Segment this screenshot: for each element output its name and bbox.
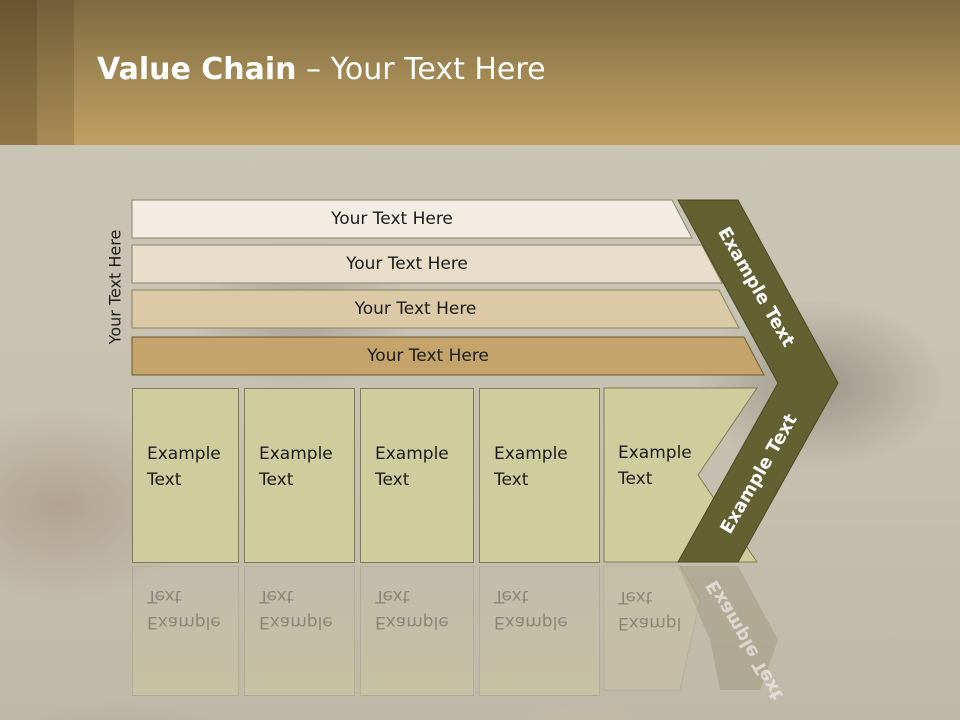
bar-3-outline [131, 289, 740, 329]
title-rest: – Your Text Here [296, 52, 546, 87]
box-3-reflect-line2: Text [375, 586, 410, 606]
box-5-reflection [603, 565, 701, 691]
box-1-reflection: Example Text [132, 566, 239, 696]
box-1-line2: Text [147, 470, 182, 490]
bar-3: Your Text Here [132, 290, 739, 328]
box-4-reflection: Example Text [479, 566, 600, 696]
box-2-reflect-line1: Example [259, 612, 333, 632]
title-bold: Value Chain [97, 52, 297, 87]
box-2-line1: Example [259, 444, 333, 464]
box-4-reflect-line2: Text [494, 586, 529, 606]
bar-3-label: Your Text Here [354, 299, 477, 319]
header-stripe [0, 0, 37, 145]
box-1-line1: Example [147, 444, 221, 464]
box-4-reflect-line1: Example [494, 612, 568, 632]
bar-1-outline [131, 199, 693, 239]
chevron-arrow [677, 199, 839, 563]
box-3-reflect-line1: Example [375, 612, 449, 632]
title-bar: Value Chain – Your Text Here [0, 0, 960, 145]
box-1-reflect-line2: Text [147, 586, 182, 606]
bar-4-label: Your Text Here [367, 346, 489, 366]
chevron-reflection [678, 566, 778, 690]
box-1-reflect-line1: Example [147, 612, 221, 632]
bar-1-label: Your Text Here [331, 209, 453, 229]
box-2-reflect-line2: Text [259, 586, 294, 606]
header-stripe [37, 0, 74, 145]
slide-title: Value Chain – Your Text Here [97, 52, 546, 87]
box-5-line2: Text [618, 469, 653, 489]
box-5-reflect-line2: Text [618, 587, 653, 607]
box-5-reflect-line1: Example [618, 613, 680, 633]
box-2-reflection: Example Text [244, 566, 355, 696]
bar-2-label: Your Text Here [346, 254, 468, 274]
bar-2-outline [131, 244, 723, 284]
bar-1: Your Text Here [132, 200, 692, 238]
box-3-line1: Example [375, 444, 449, 464]
box-3-line2: Text [375, 470, 410, 490]
box-4-line1: Example [494, 444, 568, 464]
bar-4-outline [131, 336, 765, 376]
bar-4: Your Text Here [132, 337, 764, 375]
bar-2: Your Text Here [132, 245, 722, 283]
box-4-line2: Text [494, 470, 529, 490]
box-2-line2: Text [259, 470, 294, 490]
box-3-reflection: Example Text [360, 566, 474, 696]
box-5-line1: Example [618, 443, 692, 463]
box-5-reflection-text: Example Text [604, 566, 680, 696]
